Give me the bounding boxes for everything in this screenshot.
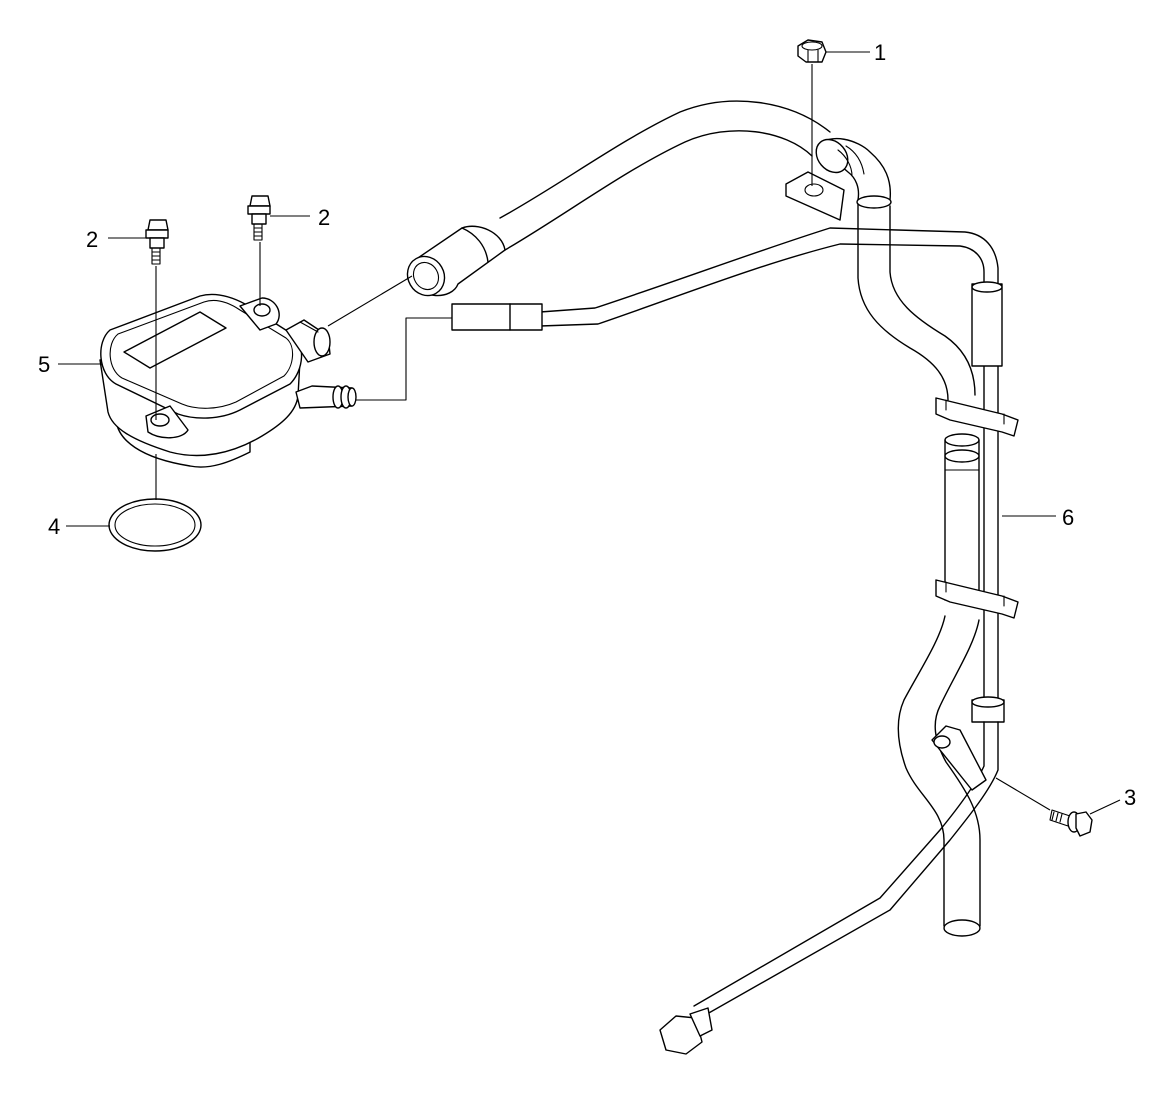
- callout-6: 6: [1062, 505, 1074, 530]
- callout-1: 1: [874, 40, 886, 65]
- callout-4: 4: [48, 514, 60, 539]
- drain-hose-assembly: [659, 397, 1019, 1055]
- callout-5: 5: [38, 352, 50, 377]
- breather-hose: [406, 100, 976, 401]
- leader-lines: [58, 51, 1121, 815]
- vent-pipe: [451, 227, 1003, 701]
- nozzle-connector-line: [355, 317, 453, 401]
- flange-bolt: [1049, 809, 1093, 837]
- bolt-right: [247, 195, 271, 241]
- callout-2-right: 2: [318, 205, 330, 230]
- bolt-left: [145, 219, 169, 265]
- oil-separator-canister: [99, 293, 357, 468]
- callout-3: 3: [1124, 785, 1136, 810]
- o-ring: [108, 498, 202, 552]
- callout-2-left: 2: [86, 227, 98, 252]
- nut: [797, 39, 827, 63]
